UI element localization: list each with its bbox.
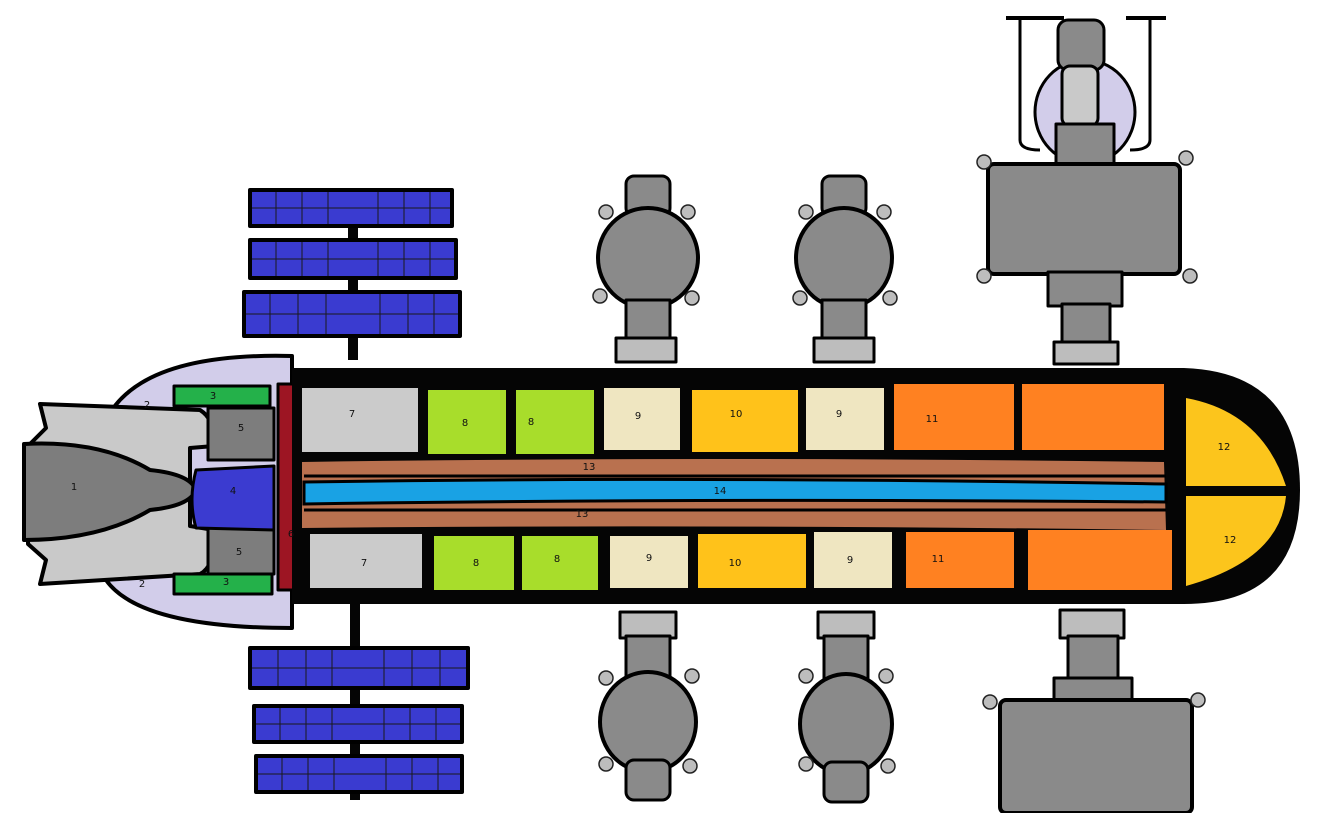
pod-lower-1 (598, 610, 700, 802)
label-7: 7 (349, 409, 355, 420)
label-14: 14 (714, 486, 727, 497)
label-9: 9 (646, 553, 652, 564)
compartment (806, 388, 884, 450)
main-hull (292, 368, 1300, 604)
compartment (894, 384, 1014, 450)
docking-port (614, 336, 678, 364)
label-3: 3 (210, 391, 216, 402)
solar-mast-bottom (350, 600, 360, 800)
label-7: 7 (361, 558, 367, 569)
label-6: 6 (288, 529, 294, 540)
compartment (522, 536, 598, 590)
label-1: 1 (71, 482, 77, 493)
engine-block-lower (206, 526, 276, 576)
label-12: 12 (1218, 442, 1231, 453)
docking-port (1052, 340, 1120, 366)
label-8: 8 (462, 418, 468, 429)
compartment (302, 388, 418, 452)
labels: 1 2 2 3 3 4 5 5 6 7 7 8 8 8 8 9 9 9 9 10… (71, 391, 1237, 590)
label-10: 10 (729, 558, 742, 569)
label-12: 12 (1224, 535, 1237, 546)
compartment (814, 532, 892, 588)
label-4: 4 (230, 486, 236, 497)
pod-upper-2 (792, 174, 898, 364)
label-9: 9 (635, 411, 641, 422)
solar-array-bottom (248, 600, 470, 800)
solar-panel (248, 238, 458, 280)
pod-lower-2 (798, 610, 896, 804)
compartment (1028, 530, 1172, 590)
label-11: 11 (932, 554, 945, 565)
nose-cone-lower (1186, 496, 1286, 586)
label-8: 8 (554, 554, 560, 565)
solar-panel (252, 704, 464, 744)
module-upper-large (976, 16, 1198, 366)
solar-panel (248, 646, 470, 690)
docking-port (1058, 608, 1126, 640)
central-channel (302, 477, 1168, 506)
label-13: 13 (576, 509, 589, 520)
compartment (906, 532, 1014, 588)
compartment (310, 534, 422, 588)
solar-panel (242, 290, 462, 338)
label-5: 5 (236, 547, 242, 558)
docking-port (816, 610, 876, 640)
label-8: 8 (528, 417, 534, 428)
compartment (434, 536, 514, 590)
pod-upper-1 (592, 174, 700, 364)
label-2: 2 (139, 579, 145, 590)
docking-port (618, 610, 678, 640)
compartment (698, 534, 806, 588)
tank-upper (172, 384, 272, 408)
docking-port (812, 336, 876, 364)
compartment (428, 390, 506, 454)
label-5: 5 (238, 423, 244, 434)
solar-panel (254, 754, 464, 794)
engine-section (22, 353, 296, 630)
module-lower-large (982, 608, 1206, 813)
compartment (516, 390, 594, 454)
label-8: 8 (473, 558, 479, 569)
engine-block-upper (206, 406, 276, 462)
solar-array-top (242, 188, 462, 360)
compartment (610, 536, 688, 588)
bulkhead (276, 382, 296, 592)
label-2: 2 (144, 400, 150, 411)
label-3: 3 (223, 577, 229, 588)
solar-panel (248, 188, 454, 228)
nose-cone-upper (1186, 398, 1286, 486)
reactor (190, 464, 276, 532)
label-13: 13 (583, 462, 596, 473)
label-10: 10 (730, 409, 743, 420)
label-9: 9 (836, 409, 842, 420)
compartment (692, 390, 798, 452)
compartment (1022, 384, 1164, 450)
compartment (604, 388, 680, 450)
label-11: 11 (926, 414, 939, 425)
label-9: 9 (847, 555, 853, 566)
